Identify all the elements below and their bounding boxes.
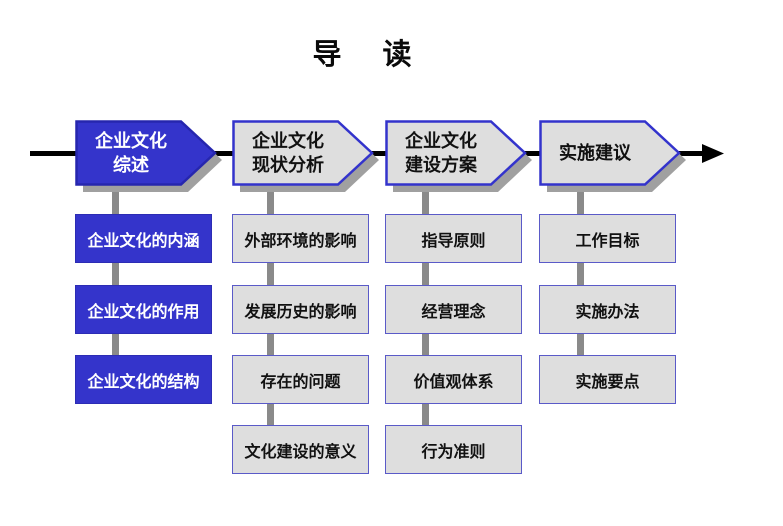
topic-box: 外部环境的影响 xyxy=(232,214,369,263)
stage-chevron-plan: 企业文化 建设方案 xyxy=(385,120,535,196)
topic-box: 实施要点 xyxy=(539,355,676,404)
topic-label: 存在的问题 xyxy=(260,373,341,391)
topic-box: 经营理念 xyxy=(385,285,522,334)
stage-chevron-overview: 企业文化 综述 xyxy=(75,120,225,196)
topic-label: 经营理念 xyxy=(421,303,486,321)
topic-box: 价值观体系 xyxy=(385,355,522,404)
chevron-shape-icon xyxy=(75,120,222,192)
stage-label: 企业文化 建设方案 xyxy=(385,120,497,186)
stage-label: 实施建议 xyxy=(539,120,651,186)
topic-box: 指导原则 xyxy=(385,214,522,263)
topic-box: 行为准则 xyxy=(385,425,522,474)
topic-box: 存在的问题 xyxy=(232,355,369,404)
topic-box: 发展历史的影响 xyxy=(232,285,369,334)
topic-label: 外部环境的影响 xyxy=(244,232,357,250)
topic-box: 企业文化的作用 xyxy=(75,285,212,334)
topic-label: 企业文化的结构 xyxy=(87,373,200,391)
stage-label-line1: 企业文化 xyxy=(405,131,477,151)
stage-label-line2: 综述 xyxy=(113,155,149,175)
topic-box: 实施办法 xyxy=(539,285,676,334)
connector-line xyxy=(112,185,119,380)
stage-label-line1: 企业文化 xyxy=(95,131,167,151)
topic-label: 价值观体系 xyxy=(413,373,494,391)
stage-label: 企业文化 现状分析 xyxy=(232,120,344,186)
stage-label-line2: 现状分析 xyxy=(252,155,324,175)
topic-label: 工作目标 xyxy=(575,232,640,250)
topic-label: 发展历史的影响 xyxy=(244,303,357,321)
topic-label: 实施要点 xyxy=(575,373,640,391)
stage-label: 企业文化 综述 xyxy=(75,120,187,186)
topic-label: 行为准则 xyxy=(421,443,486,461)
topic-label: 企业文化的内涵 xyxy=(87,232,200,250)
stage-chevron-analysis: 企业文化 现状分析 xyxy=(232,120,382,196)
page-title: 导 读 xyxy=(312,39,418,71)
chevron-shape-icon xyxy=(232,120,379,192)
stage-label-line2: 建设方案 xyxy=(405,155,477,175)
topic-box: 企业文化的内涵 xyxy=(75,214,212,263)
topic-box: 文化建设的意义 xyxy=(232,425,369,474)
chevron-shape-icon xyxy=(539,120,686,192)
chevron-shape-icon xyxy=(385,120,532,192)
stage-chevron-implementation: 实施建议 xyxy=(539,120,689,196)
arrowhead-icon xyxy=(702,144,724,163)
connector-line xyxy=(577,185,584,380)
stage-label-line1: 实施建议 xyxy=(559,143,631,163)
topic-label: 文化建设的意义 xyxy=(244,443,357,461)
topic-label: 指导原则 xyxy=(421,232,486,250)
stage-label-line1: 企业文化 xyxy=(252,131,324,151)
topic-box: 企业文化的结构 xyxy=(75,355,212,404)
topic-box: 工作目标 xyxy=(539,214,676,263)
topic-label: 实施办法 xyxy=(575,303,640,321)
topic-label: 企业文化的作用 xyxy=(87,303,200,321)
